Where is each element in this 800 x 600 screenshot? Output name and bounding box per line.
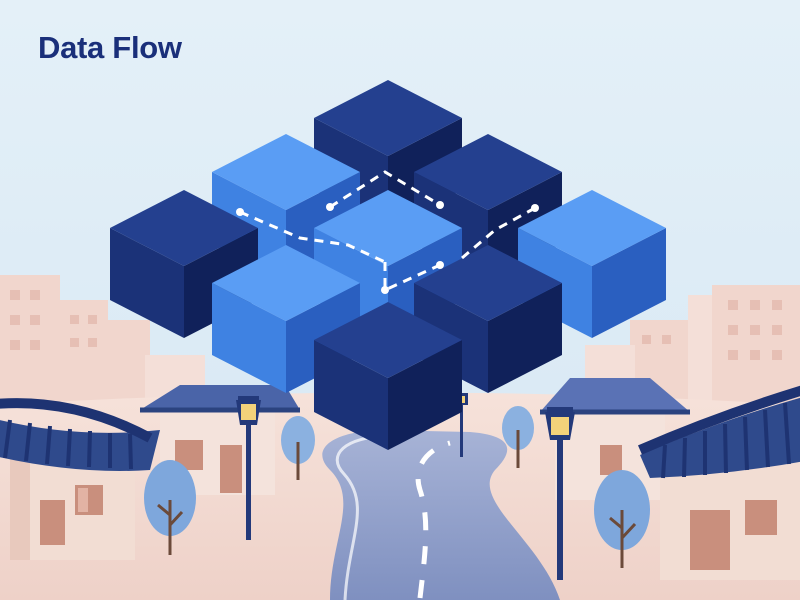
- tree: [144, 460, 196, 555]
- tree: [281, 416, 315, 480]
- data-flow-connections: [239, 170, 536, 293]
- winding-road: [322, 430, 560, 600]
- page-title: Data Flow: [38, 30, 182, 65]
- building-windows: [10, 290, 782, 360]
- cube-dark: [314, 302, 462, 450]
- tree: [502, 406, 534, 468]
- isometric-cube-grid: [110, 80, 666, 450]
- connection-nodes: [236, 201, 539, 294]
- street-lamp: [545, 407, 575, 580]
- hanok-house-left: [0, 398, 160, 560]
- street-lamp: [236, 396, 261, 540]
- hanok-house-right: [637, 385, 800, 580]
- cube-light: [518, 190, 666, 338]
- tree: [594, 470, 650, 568]
